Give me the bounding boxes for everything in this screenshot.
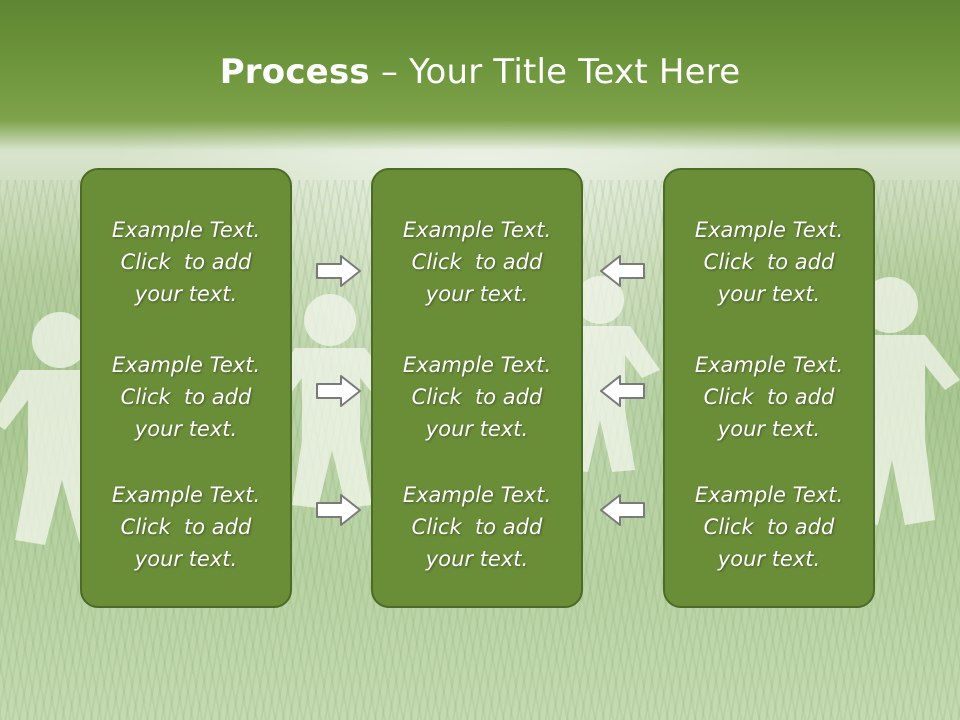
text-line: Example Text.: [402, 483, 552, 507]
text-line: Click to add: [120, 250, 252, 274]
right-arrow-icon: [315, 492, 363, 528]
text-line: your text.: [717, 547, 821, 571]
text-line: Click to add: [703, 515, 835, 539]
text-line: Click to add: [120, 515, 252, 539]
text-line: your text.: [134, 282, 238, 306]
text-line: Click to add: [411, 250, 543, 274]
text-line: your text.: [134, 417, 238, 441]
text-line: Click to add: [411, 385, 543, 409]
text-line: Example Text.: [402, 353, 552, 377]
text-line: your text.: [425, 417, 529, 441]
text-line: Click to add: [703, 250, 835, 274]
left-arrow-icon: [598, 253, 646, 289]
process-box-left[interactable]: Example Text. Click to add your text. Ex…: [80, 168, 292, 608]
text-line: Example Text.: [111, 353, 261, 377]
text-line: Click to add: [703, 385, 835, 409]
left-arrow-icon: [598, 492, 646, 528]
text-line: Click to add: [120, 385, 252, 409]
text-block[interactable]: Example Text. Click to add your text.: [665, 214, 873, 310]
text-block[interactable]: Example Text. Click to add your text.: [373, 479, 581, 575]
text-line: Example Text.: [111, 483, 261, 507]
process-box-center[interactable]: Example Text. Click to add your text. Ex…: [371, 168, 583, 608]
title-rest: – Your Title Text Here: [369, 52, 741, 92]
text-block[interactable]: Example Text. Click to add your text.: [82, 479, 290, 575]
text-block[interactable]: Example Text. Click to add your text.: [665, 349, 873, 445]
text-block[interactable]: Example Text. Click to add your text.: [373, 349, 581, 445]
title-bold: Process: [219, 52, 370, 92]
text-line: your text.: [717, 417, 821, 441]
title-bar: [0, 0, 960, 150]
slide-title[interactable]: Process – Your Title Text Here: [0, 52, 960, 92]
text-block[interactable]: Example Text. Click to add your text.: [665, 479, 873, 575]
text-line: your text.: [425, 282, 529, 306]
text-line: Example Text.: [694, 353, 844, 377]
text-line: Example Text.: [694, 483, 844, 507]
process-box-right[interactable]: Example Text. Click to add your text. Ex…: [663, 168, 875, 608]
text-line: Example Text.: [111, 218, 261, 242]
text-block[interactable]: Example Text. Click to add your text.: [373, 214, 581, 310]
text-block[interactable]: Example Text. Click to add your text.: [82, 214, 290, 310]
text-line: Click to add: [411, 515, 543, 539]
text-block[interactable]: Example Text. Click to add your text.: [82, 349, 290, 445]
text-line: your text.: [717, 282, 821, 306]
text-line: Example Text.: [694, 218, 844, 242]
text-line: your text.: [134, 547, 238, 571]
text-line: Example Text.: [402, 218, 552, 242]
text-line: your text.: [425, 547, 529, 571]
right-arrow-icon: [315, 253, 363, 289]
left-arrow-icon: [598, 373, 646, 409]
right-arrow-icon: [315, 373, 363, 409]
